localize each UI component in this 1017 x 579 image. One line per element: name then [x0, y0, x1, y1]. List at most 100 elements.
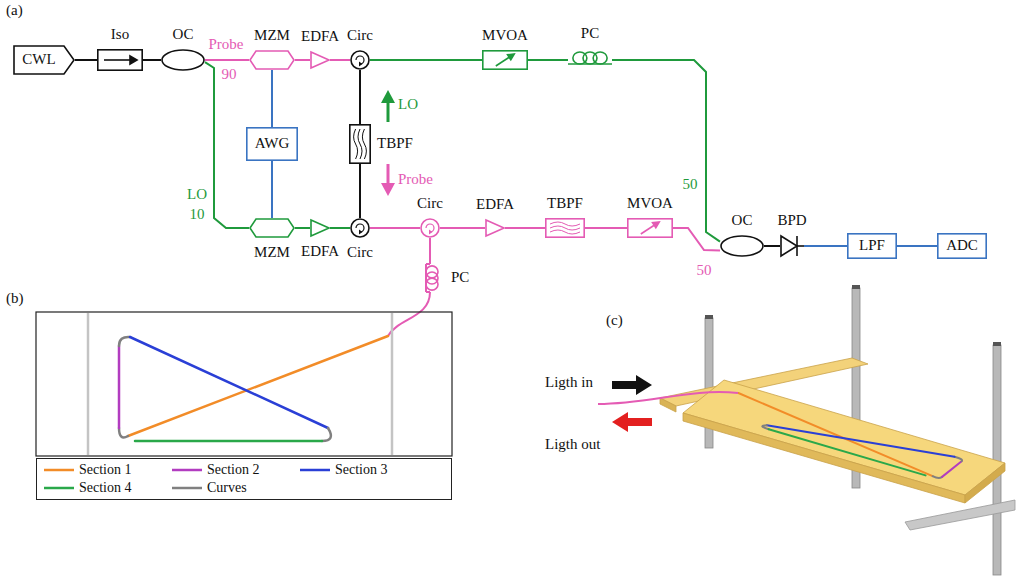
- polarization-controller: PC: [415, 264, 445, 292]
- fiber-link: [205, 59, 249, 61]
- component-name: PC: [451, 269, 469, 286]
- legend-sample: [43, 463, 75, 477]
- component-name: BPD: [777, 212, 806, 229]
- split-ratio: 50: [697, 262, 712, 279]
- fiber-link: [271, 161, 273, 218]
- isobox-symbol: [97, 49, 143, 71]
- component-label: AWG: [255, 135, 290, 152]
- fiber-link: [897, 245, 937, 247]
- legend-item: Section 3: [299, 462, 388, 478]
- tri-symbol: [310, 51, 330, 69]
- legend-sample: [171, 481, 203, 495]
- fiber-link: [205, 62, 249, 228]
- ellipse-symbol: [161, 49, 205, 71]
- component-name: Circ: [347, 27, 373, 44]
- fiber-link: [359, 164, 361, 218]
- legend-text: Section 4: [79, 480, 132, 496]
- amplifier: EDFA: [310, 219, 330, 237]
- component-label: LPF: [859, 237, 885, 254]
- light-out-arrow: [612, 412, 652, 432]
- modulator: MZM: [249, 50, 295, 70]
- fiber-link: [143, 59, 161, 61]
- amplifier: EDFA: [485, 219, 505, 237]
- fiber-link: [359, 70, 361, 124]
- component-label: CWL: [22, 51, 55, 68]
- panel-label: (a): [6, 2, 23, 19]
- fiber-link: [764, 245, 780, 247]
- fiber-layout-panel: [36, 312, 452, 456]
- mounting-illustration: [598, 285, 1015, 575]
- signal-name: Probe: [209, 36, 244, 53]
- legend-sample: [171, 463, 203, 477]
- circ-symbol: [420, 218, 440, 238]
- hex-symbol: [249, 50, 295, 70]
- component-name: MVOA: [627, 195, 673, 212]
- voa-symbol: [482, 50, 528, 70]
- attenuator: MVOA: [482, 50, 528, 70]
- legend-text: Section 2: [207, 462, 260, 478]
- optical-coupler: OC: [161, 49, 205, 71]
- modulator: MZM: [249, 218, 295, 238]
- waveform-generator: AWG: [246, 127, 298, 161]
- component-name: MVOA: [482, 27, 528, 44]
- component-name: MZM: [254, 27, 290, 44]
- fiber-link: [370, 227, 420, 229]
- split-ratio: 50: [683, 176, 698, 193]
- photodetector: BPD: [780, 235, 804, 257]
- amplifier: EDFA: [310, 51, 330, 69]
- legend-sample: [299, 463, 331, 477]
- bandpass-filter: TBPF: [545, 218, 585, 238]
- signal-name: LO: [398, 96, 418, 113]
- ellipse-symbol: [720, 235, 764, 257]
- legend-item: Curves: [171, 480, 247, 496]
- voa-symbol: [627, 218, 673, 238]
- circulator: Circ: [350, 50, 370, 70]
- legend-sample: [43, 481, 75, 495]
- circulator: Circ: [350, 218, 370, 238]
- split-ratio: 90: [222, 66, 237, 83]
- laser-source: CWL: [13, 45, 75, 75]
- fiber-link: [673, 228, 720, 250]
- coilv-symbol: [415, 264, 445, 292]
- legend-item: Section 4: [43, 480, 132, 496]
- fiber-link: [429, 238, 431, 264]
- legend-item: Section 2: [171, 462, 260, 478]
- split-ratio: 10: [190, 206, 205, 223]
- component-name: PC: [581, 25, 599, 42]
- legend-text: Section 1: [79, 462, 132, 478]
- filterh-symbol: [545, 218, 585, 238]
- component-name: OC: [173, 26, 194, 43]
- component-name: EDFA: [301, 28, 339, 45]
- legend-item: Section 1: [43, 462, 132, 478]
- component-name: OC: [732, 212, 753, 229]
- fiber-link: [528, 59, 568, 61]
- component-name: Circ: [347, 244, 373, 261]
- hex-symbol: [249, 218, 295, 238]
- legend-text: Section 3: [335, 462, 388, 478]
- attenuator: MVOA: [627, 218, 673, 238]
- component-label: ADC: [946, 237, 978, 254]
- sensing-fiber: [388, 292, 430, 336]
- bandpass-filter: TBPF: [349, 124, 371, 164]
- fiber-link: [370, 59, 482, 61]
- fiber-link: [271, 70, 273, 127]
- tri-symbol: [310, 219, 330, 237]
- fiber-link: [585, 227, 627, 229]
- signal-name: Probe: [398, 171, 433, 188]
- component-name: EDFA: [476, 196, 514, 213]
- component-name: TBPF: [547, 195, 583, 212]
- lowpass-filter: LPF: [847, 233, 897, 259]
- probe-direction-arrow: [381, 164, 395, 196]
- lo-direction-arrow: [381, 90, 395, 122]
- component-name: TBPF: [377, 135, 413, 152]
- component-name: MZM: [254, 244, 290, 261]
- filterv-symbol: [349, 124, 371, 164]
- polarization-controller: PC: [568, 48, 612, 72]
- legend-text: Curves: [207, 480, 247, 496]
- fiber-link: [440, 227, 485, 229]
- light-in-arrow: [612, 375, 652, 395]
- isolator: Iso: [97, 49, 143, 71]
- fiber-link: [295, 227, 310, 229]
- fiber-link: [804, 245, 847, 247]
- tri-symbol: [485, 219, 505, 237]
